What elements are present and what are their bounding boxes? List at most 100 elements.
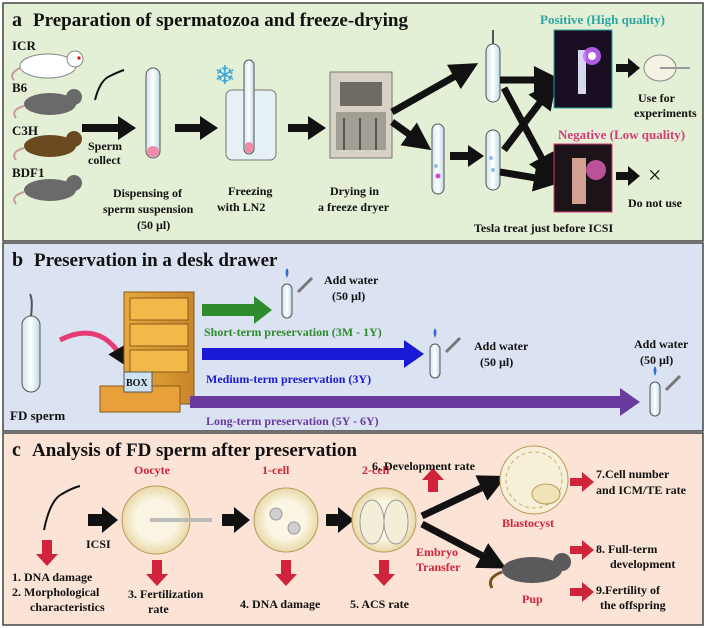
panel-c-letter: c (12, 439, 21, 461)
short-arrow (202, 296, 272, 324)
item1-line1: 1. DNA damage (12, 570, 93, 584)
upper-tube-icon (485, 30, 501, 103)
arrow-to-dispense (82, 116, 136, 140)
use-line1: Use for (638, 91, 676, 105)
negative-label: Negative (Low quality) (558, 127, 685, 142)
ln2-beaker-icon (225, 59, 277, 161)
medium-water-tube-icon (429, 328, 462, 379)
lower-tube-dots-icon (431, 123, 445, 195)
mouse-label-b6: B6 (12, 80, 28, 95)
item7-line2: and ICM/TE rate (596, 483, 687, 497)
arrow-item7 (570, 472, 594, 492)
arrow-down-item3 (146, 560, 168, 586)
two-cell-icon (351, 487, 417, 553)
mouse-icr-icon (11, 50, 84, 81)
item3-line1: 3. Fertilization (128, 587, 204, 601)
item1-line2: 2. Morphological (12, 585, 100, 599)
freeze-dryer-photo (329, 71, 393, 159)
do-not-use-label: Do not use (628, 196, 683, 210)
freezing-line2: with LN2 (217, 200, 265, 214)
panel-b-title: Preservation in a desk drawer (34, 250, 278, 271)
mouse-label-c3h: C3H (12, 123, 38, 138)
dispensing-line3: (50 µl) (137, 218, 170, 232)
short-add-water: Add water (324, 273, 379, 287)
negative-tesla-photo (553, 143, 613, 213)
oocyte-label: Oocyte (134, 463, 171, 477)
sperm-collect-line1: Sperm (88, 139, 122, 153)
two-cell-label: 2-cell (362, 463, 390, 477)
arrow-to-freeze (175, 116, 218, 140)
item9-line2: the offspring (600, 598, 666, 612)
sperm-collect-line2: collect (88, 153, 121, 167)
cross-icon: × (648, 163, 662, 189)
arrow-to-1cell (222, 507, 250, 533)
item3-line2: rate (148, 602, 169, 616)
item1-line3: characteristics (30, 600, 105, 614)
arrow-dryer-to-upper (390, 63, 479, 116)
long-volume: (50 µl) (640, 353, 673, 367)
sperm-c-icon (43, 485, 81, 531)
tesla-label: Tesla treat just before ICSI (474, 221, 613, 235)
petri-dish-icon (643, 54, 690, 82)
dispensing-line2: sperm suspension (103, 202, 194, 216)
panel-c-title: Analysis of FD sperm after preservation (32, 440, 357, 461)
arrow-to-do-not-use (616, 166, 640, 186)
use-line2: experiments (634, 106, 697, 120)
item4-label: 4. DNA damage (240, 597, 321, 611)
dispense-tube-icon (145, 67, 161, 159)
short-term-label: Short-term preservation (3M - 1Y) (204, 325, 382, 339)
long-arrow (190, 388, 640, 416)
pup-mouse-icon (488, 553, 571, 589)
box-label: BOX (126, 378, 148, 389)
arrow-down-item5 (373, 560, 395, 586)
mouse-b6-icon (13, 89, 82, 119)
arrow-to-2cell (326, 507, 354, 533)
arrow-to-use (616, 58, 640, 78)
drying-line1: Drying in (330, 184, 379, 198)
arrow-down-item1 (36, 540, 58, 566)
freezing-line1: Freezing (228, 184, 272, 198)
panel-a-letter: a (12, 9, 22, 31)
embryo-transfer-line1: Embryo (416, 545, 458, 559)
arrow-down-item4 (275, 560, 297, 586)
item6-label: 6. Development rate (372, 459, 476, 473)
long-water-tube-icon (649, 366, 682, 417)
oocyte-icon (121, 485, 212, 555)
medium-volume: (50 µl) (480, 355, 513, 369)
positive-label: Positive (High quality) (540, 12, 665, 27)
one-cell-icon (253, 487, 319, 553)
item9-line1: 9.Fertility of (596, 583, 661, 597)
sperm-icon (94, 69, 125, 101)
arrow-lower-to-positive (501, 80, 557, 153)
icsi-label: ICSI (86, 537, 111, 551)
blastocyst-icon (499, 445, 569, 515)
arrow-item9 (570, 582, 594, 602)
arrow-icsi (88, 507, 118, 533)
item5-label: 5. ACS rate (350, 597, 410, 611)
arrow-to-dryer (288, 116, 326, 140)
drying-line2: a freeze dryer (318, 200, 390, 214)
dispensing-line1: Dispensing of (113, 186, 183, 200)
short-volume: (50 µl) (332, 289, 365, 303)
arrow-to-second-tube (450, 145, 484, 167)
curved-arrow-to-box (58, 330, 128, 367)
item7-line1: 7.Cell number (596, 467, 670, 481)
embryo-transfer-line2: Transfer (416, 560, 461, 574)
medium-add-water: Add water (474, 339, 529, 353)
short-water-tube-icon (281, 268, 314, 319)
blastocyst-label: Blastocyst (502, 516, 554, 530)
item8-line1: 8. Full-term (596, 542, 657, 556)
positive-tesla-photo (553, 29, 613, 109)
panel-b-letter: b (12, 249, 23, 271)
long-term-label: Long-term preservation (5Y - 6Y) (206, 414, 379, 428)
desk-drawer-cabinet-icon (99, 291, 195, 413)
pup-label: Pup (522, 592, 543, 606)
mouse-label-bdf1: BDF1 (12, 165, 45, 180)
mouse-c3h-icon (13, 131, 82, 161)
panel-a-title: Preparation of spermatozoa and freeze-dr… (33, 10, 408, 31)
snowflake-icon: ❄ (214, 61, 236, 90)
fd-sperm-tube-icon (21, 293, 41, 393)
medium-arrow (202, 340, 424, 368)
fd-sperm-label: FD sperm (10, 408, 65, 423)
